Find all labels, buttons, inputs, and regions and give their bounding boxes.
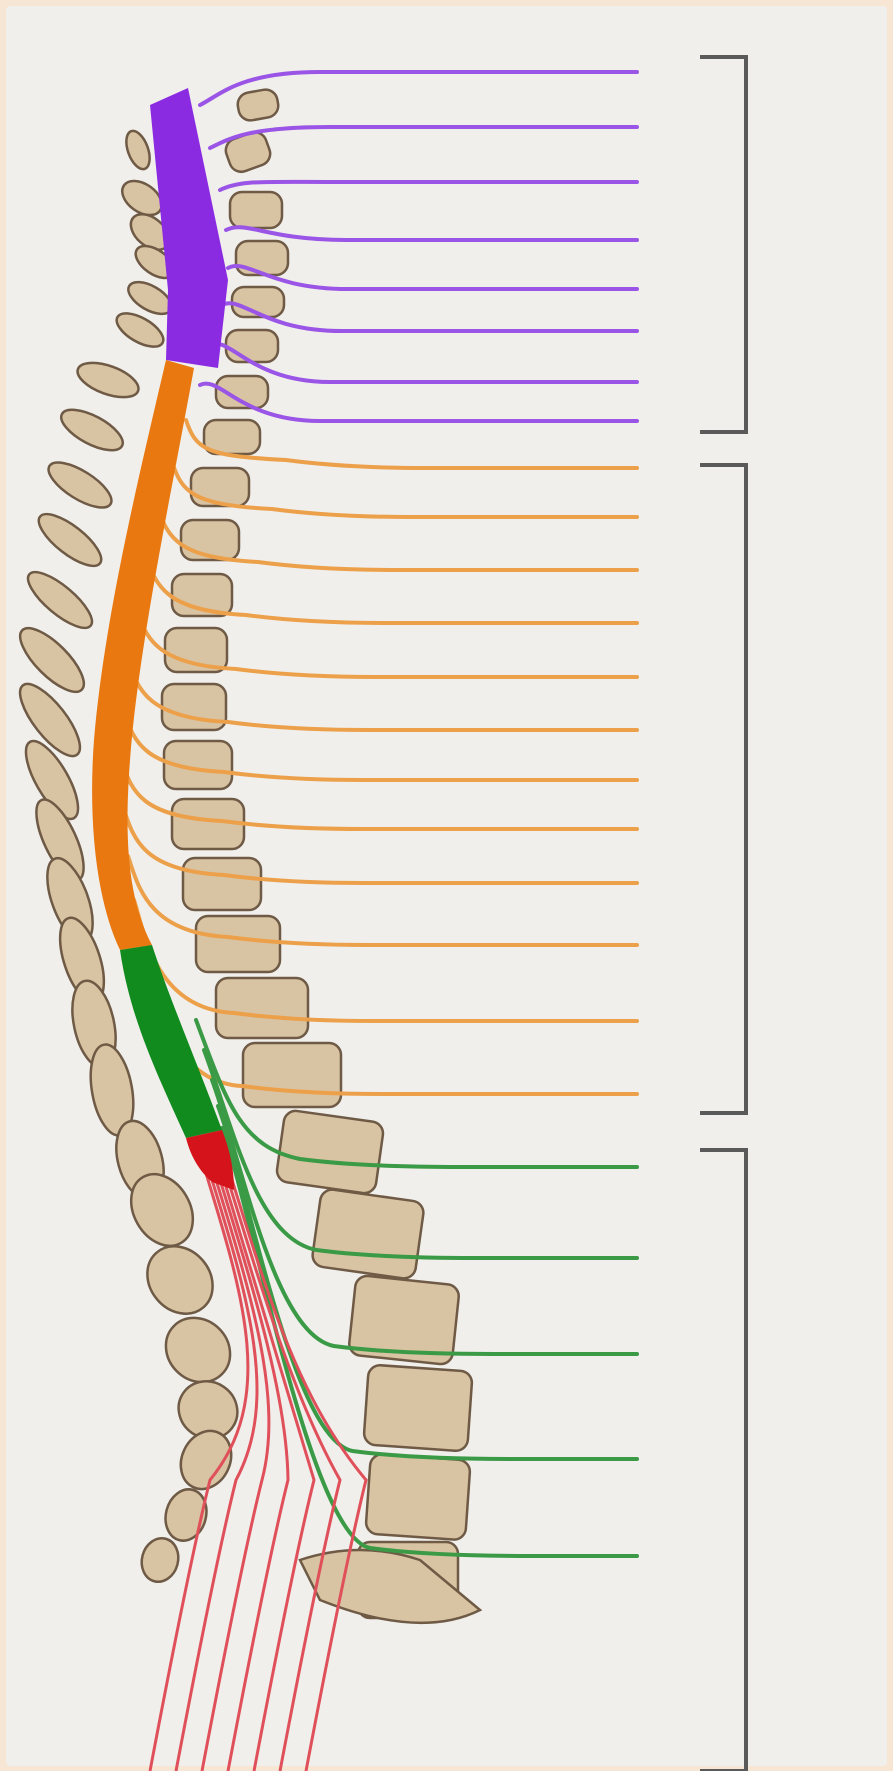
vertebra-body [311, 1188, 425, 1280]
vertebra-body [183, 858, 261, 910]
vertebra-body [230, 192, 282, 228]
vertebra-body [191, 468, 249, 506]
vertebra-body [196, 916, 280, 972]
vertebra-body [236, 241, 288, 275]
vertebra-body [363, 1364, 472, 1451]
vertebra-body [365, 1454, 470, 1541]
vertebra-body [243, 1043, 341, 1107]
vertebra-body [226, 330, 278, 362]
vertebra-body [275, 1109, 384, 1194]
vertebra-body [216, 978, 308, 1038]
